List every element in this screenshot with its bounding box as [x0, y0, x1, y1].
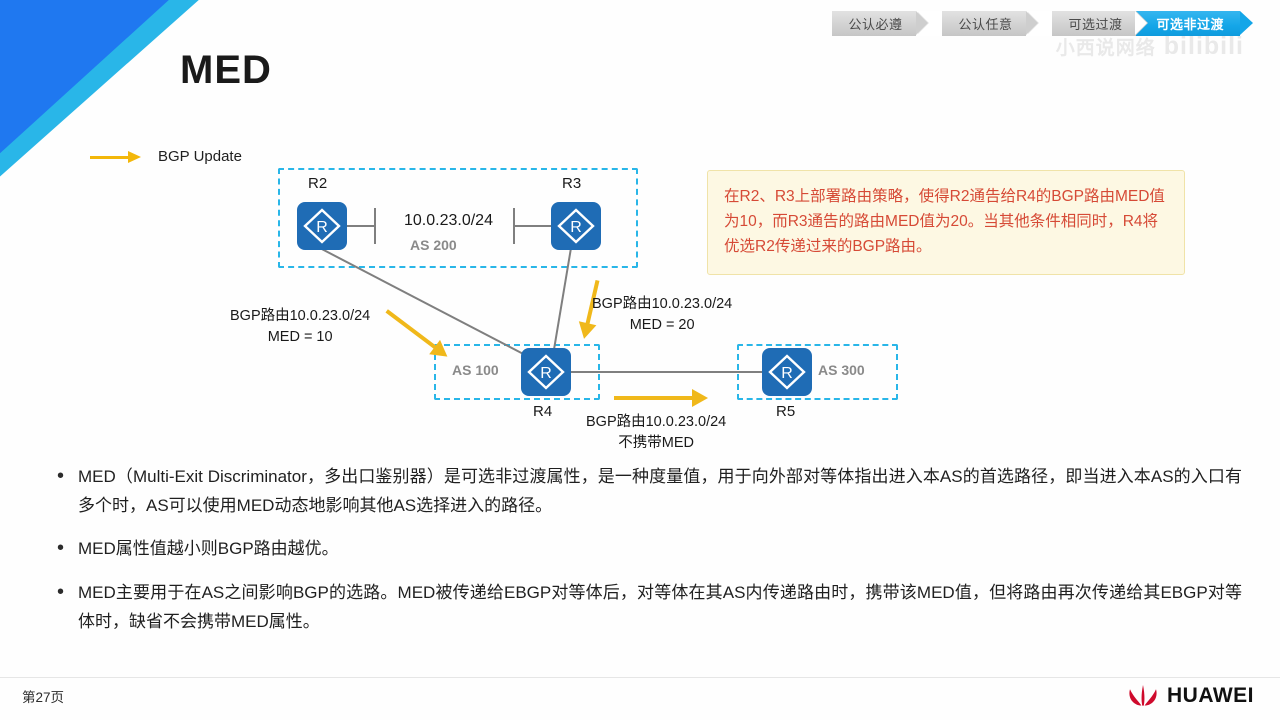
update-arrow-r4-to-r5 [614, 388, 710, 407]
svg-text:R: R [570, 219, 582, 236]
annotation-right-line1: BGP路由10.0.23.0/24 [592, 296, 733, 312]
as200-boundary-box [278, 168, 638, 268]
breadcrumb-item-1[interactable]: 公认任意 [942, 11, 1039, 36]
annotation-left: BGP路由10.0.23.0/24 MED = 10 [230, 306, 370, 348]
bullet-text: MED属性值越小则BGP路由越优。 [78, 539, 339, 559]
as-label-as100: AS 100 [452, 362, 499, 378]
breadcrumb-item-0[interactable]: 公认必遵 [832, 11, 929, 36]
router-label-r5: R5 [776, 403, 796, 420]
list-item: • MED（Multi-Exit Discriminator，多出口鉴别器）是可… [52, 462, 1242, 520]
bullet-text: MED主要用于在AS之间影响BGP的选路。MED被传递给EBGP对等体后，对等体… [78, 582, 1242, 631]
watermark-en: bilibili [1163, 32, 1244, 60]
router-label-r4: R4 [533, 403, 553, 420]
router-r2[interactable]: R [297, 202, 347, 250]
legend-label: BGP Update [158, 148, 242, 165]
annotation-bottom: BGP路由10.0.23.0/24 不携带MED [586, 412, 726, 454]
link-r4-r5 [570, 371, 763, 373]
callout-box: 在R2、R3上部署路由策略，使得R2通告给R4的BGP路由MED值为10，而R3… [707, 170, 1185, 276]
svg-text:R: R [781, 365, 793, 382]
corner-blue-triangle [0, 0, 171, 166]
page-number: 第27页 [22, 690, 65, 705]
router-r4[interactable]: R [521, 348, 571, 396]
subnet-label: 10.0.23.0/24 [404, 212, 493, 229]
corner-decoration [0, 0, 230, 180]
router-r5[interactable]: R [762, 348, 812, 396]
as-label-as200: AS 200 [410, 237, 457, 253]
breadcrumb-label-1: 公认任意 [958, 17, 1013, 32]
svg-text:R: R [316, 219, 328, 236]
annotation-bottom-line1: BGP路由10.0.23.0/24 [586, 414, 727, 430]
interface-tick-right [513, 208, 515, 244]
network-diagram: R R R R R2 R3 R4 R5 AS 200 AS [230, 168, 898, 454]
list-item: • MED主要用于在AS之间影响BGP的选路。MED被传递给EBGP对等体后，对… [52, 578, 1242, 636]
annotation-left-line1: BGP路由10.0.23.0/24 [230, 308, 371, 324]
breadcrumb-label-2: 可选过渡 [1068, 17, 1123, 32]
svg-text:R: R [540, 365, 552, 382]
breadcrumb-label-3: 可选非过渡 [1156, 17, 1224, 32]
router-r3[interactable]: R [551, 202, 601, 250]
watermark: 小西说网络 bilibili [1056, 32, 1244, 61]
router-label-r3: R3 [562, 175, 582, 192]
watermark-cn: 小西说网络 [1055, 38, 1156, 59]
router-label-r2: R2 [308, 175, 328, 192]
router-icon: R [303, 208, 341, 244]
annotation-right-line2: MED = 20 [629, 317, 695, 334]
huawei-logo-icon [1129, 685, 1157, 706]
link-r2-stub [347, 225, 375, 227]
router-icon: R [768, 354, 806, 390]
footer-divider [0, 677, 1280, 678]
page-title: MED [180, 48, 272, 92]
huawei-brand: HUAWEI [1128, 683, 1254, 709]
as-label-as300: AS 300 [818, 362, 865, 378]
breadcrumb-item-3-active[interactable]: 可选非过渡 [1135, 11, 1253, 36]
bullet-marker: • [57, 465, 65, 487]
link-r3-stub [515, 225, 551, 227]
update-arrow-r2-to-r4 [384, 307, 454, 364]
annotation-right: BGP路由10.0.23.0/24 MED = 20 [592, 294, 732, 336]
callout-text: 在R2、R3上部署路由策略，使得R2通告给R4的BGP路由MED值为10，而R3… [724, 188, 1165, 256]
huawei-wordmark: HUAWEI [1167, 684, 1254, 707]
interface-tick-left [374, 208, 376, 244]
list-item: • MED属性值越小则BGP路由越优。 [52, 534, 1242, 563]
router-icon: R [557, 208, 595, 244]
bgp-update-arrow-icon [90, 150, 142, 163]
breadcrumb: 公认必遵 公认任意 可选过渡 可选非过渡 [832, 11, 1253, 36]
annotation-bottom-line2: 不携带MED [618, 435, 694, 452]
bullet-list: • MED（Multi-Exit Discriminator，多出口鉴别器）是可… [52, 462, 1242, 650]
bullet-marker: • [57, 580, 65, 603]
router-icon: R [527, 354, 565, 390]
annotation-left-line2: MED = 10 [267, 329, 333, 346]
breadcrumb-label-0: 公认必遵 [848, 17, 903, 32]
legend-bgp-update: BGP Update [90, 148, 242, 165]
bullet-marker: • [57, 537, 65, 560]
bullet-text: MED（Multi-Exit Discriminator，多出口鉴别器）是可选非… [78, 467, 1242, 516]
